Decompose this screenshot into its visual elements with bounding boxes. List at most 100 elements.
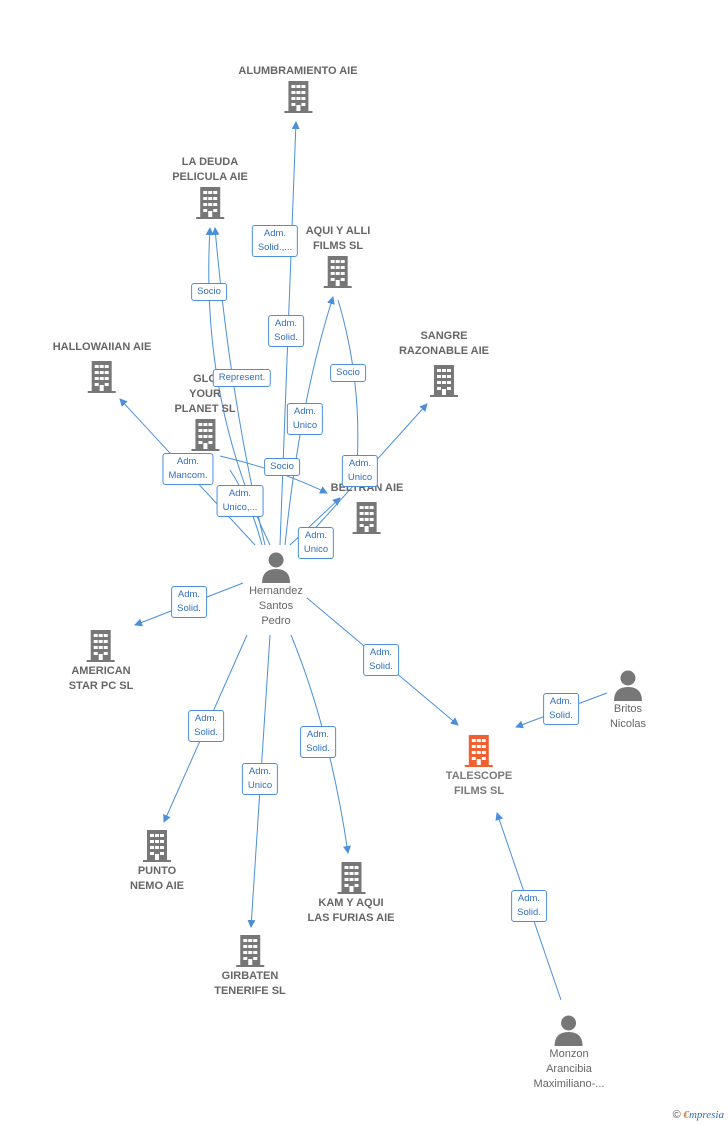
node-talescope-films-sl[interactable]: TALESCOPE FILMS SL <box>446 733 512 799</box>
node-label: LAS FURIAS AIE <box>307 912 395 924</box>
edge-label[interactable]: Adm. Unico <box>341 455 379 487</box>
node-label: AQUI Y ALLI <box>305 225 371 237</box>
edge-label-line: Adm. <box>306 729 330 740</box>
node-label: TENERIFE SL <box>214 985 286 997</box>
node-sangre-razonable-aie[interactable]: SANGRE RAZONABLE AIE <box>399 329 489 399</box>
edge-label-line: Unico <box>247 780 273 791</box>
node-britos-nicolas[interactable]: Britos Nicolas <box>610 668 646 732</box>
edge-label-line: Unico <box>303 544 329 555</box>
brand-initial: € <box>683 1109 689 1121</box>
edge-label-line: Adm. <box>176 456 200 467</box>
building-icon <box>429 365 458 397</box>
edge-label[interactable]: Socio <box>264 458 300 476</box>
person-icon <box>613 670 642 701</box>
edge-label-line: Solid. <box>549 710 573 721</box>
node-label: FILMS SL <box>453 785 505 797</box>
node-label: HALLOWAIIAN AIE <box>52 341 152 353</box>
node-label: Hernandez <box>249 585 303 597</box>
edge-label-line: Adm. <box>228 488 252 499</box>
person-icon <box>555 1015 583 1046</box>
edge-label-line: Adm. <box>274 318 298 329</box>
node-kam-y-aqui-las-furias-aie[interactable]: KAM Y AQUI LAS FURIAS AIE <box>308 860 395 926</box>
node-la-deuda-pelicula-aie[interactable]: LA DEUDA PELICULA AIE <box>172 155 248 221</box>
building-icon <box>352 502 381 534</box>
building-icon <box>195 187 224 219</box>
node-label: FILMS SL <box>312 240 364 252</box>
node-aqui-y-alli-films-sl[interactable]: AQUI Y ALLI FILMS SL <box>305 224 371 290</box>
edge-label-line: Solid.,... <box>257 242 293 253</box>
building-icon-highlight <box>464 735 493 767</box>
node-alumbramiento-aie[interactable]: ALUMBRAMIENTO AIE <box>238 64 358 115</box>
edge-label-line: Adm. <box>177 589 201 600</box>
building-icon <box>88 361 116 393</box>
edge-label[interactable]: Adm. Unico <box>297 527 335 559</box>
node-girbaten-tenerife-sl[interactable]: GIRBATEN TENERIFE SL <box>214 933 286 999</box>
edge-label-line: Solid. <box>274 332 298 343</box>
node-label: Nicolas <box>609 718 647 730</box>
edge-label-line: Adm. <box>304 530 328 541</box>
building-icon <box>337 862 365 894</box>
node-label: PLANET SL <box>174 403 236 415</box>
edge-label[interactable]: Adm. Solid. <box>188 710 224 742</box>
edge-label-line: Adm. <box>194 713 218 724</box>
node-label: Britos <box>613 703 643 715</box>
edge-label[interactable]: Adm. Unico <box>286 403 324 435</box>
edge-label-line: Represent. <box>218 372 266 383</box>
edge-label-line: Solid. <box>194 727 218 738</box>
edge-label[interactable]: Adm. Solid. <box>543 693 579 725</box>
brand-logo[interactable]: © €mpresia <box>673 1109 724 1121</box>
edge-label-line: Unico <box>292 420 318 431</box>
edge-label-line: Socio <box>197 286 221 297</box>
edge-label-line: Adm. <box>263 228 287 239</box>
node-label: KAM Y AQUI <box>318 897 384 909</box>
building-icon <box>283 81 312 113</box>
node-label: Maximiliano-... <box>533 1078 605 1090</box>
edge-label-line: Socio <box>336 367 360 378</box>
edge-label[interactable]: Adm. Unico <box>241 763 279 795</box>
node-label: AMERICAN <box>71 665 131 677</box>
building-icon <box>143 830 171 862</box>
node-label: Monzon <box>549 1048 589 1060</box>
brand-name: mpresia <box>688 1109 724 1121</box>
edge-label[interactable]: Represent. <box>212 369 272 387</box>
node-label: LA DEUDA <box>181 156 239 168</box>
node-label: RAZONABLE AIE <box>398 345 490 357</box>
edge-label-line: Unico <box>347 472 373 483</box>
node-label: Santos <box>258 600 294 612</box>
node-label: TALESCOPE <box>445 770 513 782</box>
edge-label[interactable]: Adm. Solid.,... <box>251 225 299 257</box>
edge-label-line: Adm. <box>293 406 317 417</box>
edge-label[interactable]: Adm. Solid. <box>268 315 304 347</box>
node-label: GLO <box>193 373 217 385</box>
edge-label[interactable]: Adm.Solid. <box>171 586 207 618</box>
node-punto-nemo-aie[interactable]: PUNTO NEMO AIE <box>130 828 184 894</box>
edge-label-line: Solid. <box>306 743 330 754</box>
edge-label[interactable]: Adm.Unico,... <box>216 485 264 517</box>
node-label: Pedro <box>261 615 291 627</box>
edge-label[interactable]: Adm. Solid. <box>300 726 336 758</box>
edge-label[interactable]: Socio <box>330 364 366 382</box>
edge-label[interactable]: Adm.Mancom. <box>162 453 214 485</box>
node-hallowaiian-aie[interactable]: HALLOWAIIAN AIE <box>52 340 152 395</box>
node-american-star-pc-sl[interactable]: AMERICAN STAR PC SL <box>68 628 134 694</box>
edge-label-line: Adm. <box>549 696 573 707</box>
node-label: NEMO AIE <box>130 880 184 892</box>
node-glo-your-planet-sl[interactable]: GLO YOUR PLANET SL <box>174 372 236 453</box>
edge-label-line: Socio <box>270 461 294 472</box>
building-icon <box>86 630 115 662</box>
edge-label-line: Adm. <box>248 766 272 777</box>
node-monzon-arancibia-maximiliano[interactable]: Monzon Arancibia Maximiliano-... <box>533 1013 605 1092</box>
node-label: PUNTO <box>137 865 177 877</box>
node-label: Arancibia <box>546 1063 592 1075</box>
node-label: SANGRE <box>420 330 468 342</box>
node-label: STAR PC SL <box>68 680 134 692</box>
edge-label[interactable]: Adm.Solid. <box>511 890 547 922</box>
building-icon <box>191 419 219 451</box>
edge-label[interactable]: Adm.Solid. <box>363 644 399 676</box>
edge-label-line: Solid. <box>517 907 541 918</box>
node-hernandez-santos-pedro[interactable]: Hernandez Santos Pedro <box>249 550 303 629</box>
edge-label[interactable]: Socio <box>191 283 227 301</box>
edge-label-line: Adm. <box>348 458 372 469</box>
